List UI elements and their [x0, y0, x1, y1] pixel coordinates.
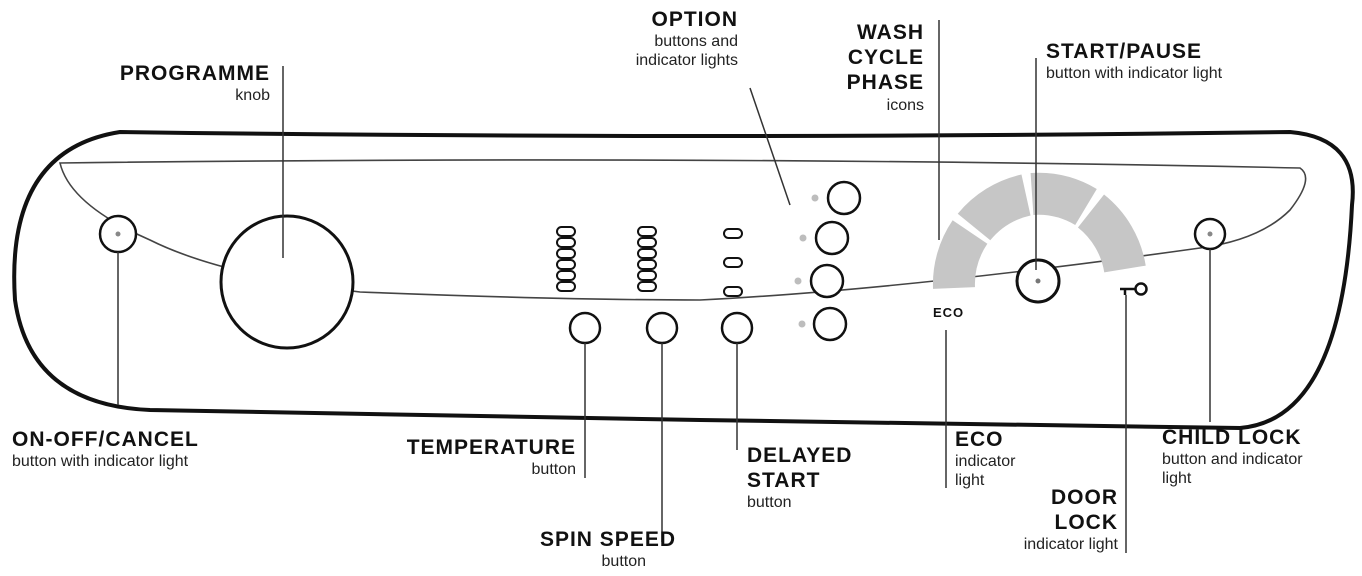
label-start-pause: START/PAUSE button with indicator light [1046, 40, 1223, 82]
temperature-indicator-bars [556, 226, 576, 292]
option-indicator-light [794, 277, 802, 285]
option-button-3[interactable] [794, 263, 845, 299]
on-off-cancel-button[interactable] [98, 214, 138, 254]
start-pause-button[interactable] [1015, 258, 1061, 304]
on-off-indicator-light [115, 231, 121, 237]
option-indicator-light [798, 320, 806, 328]
child-lock-button[interactable] [1193, 217, 1227, 251]
label-door-lock: DOOR LOCK indicator light [1023, 486, 1118, 553]
delayed-start-indicators [723, 228, 743, 297]
temperature-button[interactable] [568, 311, 602, 345]
option-indicator-light [799, 234, 807, 242]
option-button-2[interactable] [799, 220, 850, 256]
door-lock-key-icon [1120, 282, 1148, 296]
panel-outline [12, 129, 1355, 431]
label-child-lock: CHILD LOCK button and indicator light [1162, 426, 1303, 487]
option-button-4[interactable] [798, 306, 848, 342]
option-button-1[interactable] [811, 180, 862, 216]
label-spin-speed: SPIN SPEED button [539, 528, 676, 570]
wash-phase-segment-2 [957, 174, 1032, 241]
wash-phase-segment-4 [1077, 194, 1146, 274]
spin-speed-indicator-bars [637, 226, 657, 292]
start-pause-indicator-light [1035, 278, 1041, 284]
wash-phase-segment-3 [1030, 172, 1097, 226]
leader-lines [117, 20, 1211, 553]
wash-phase-arc [932, 172, 1146, 289]
label-on-off-cancel: ON-OFF/CANCEL button with indicator ligh… [12, 428, 199, 470]
label-wash-cycle-phase: WASH CYCLE PHASE icons [846, 21, 924, 114]
label-delayed-start: DELAYED START button [747, 444, 853, 511]
programme-knob[interactable] [219, 214, 355, 350]
delayed-start-button[interactable] [720, 311, 754, 345]
spin-speed-button[interactable] [645, 311, 679, 345]
label-eco: ECO indicator light [955, 428, 1016, 489]
label-option: OPTION buttons and indicator lights [635, 8, 738, 69]
wash-phase-segment-1 [932, 220, 988, 289]
child-lock-indicator-light [1207, 231, 1213, 237]
leader-option [749, 87, 791, 206]
label-programme: PROGRAMME knob [119, 62, 270, 104]
option-indicator-light [811, 194, 819, 202]
eco-mark: ECO [933, 305, 965, 320]
label-temperature: TEMPERATURE button [406, 436, 576, 478]
